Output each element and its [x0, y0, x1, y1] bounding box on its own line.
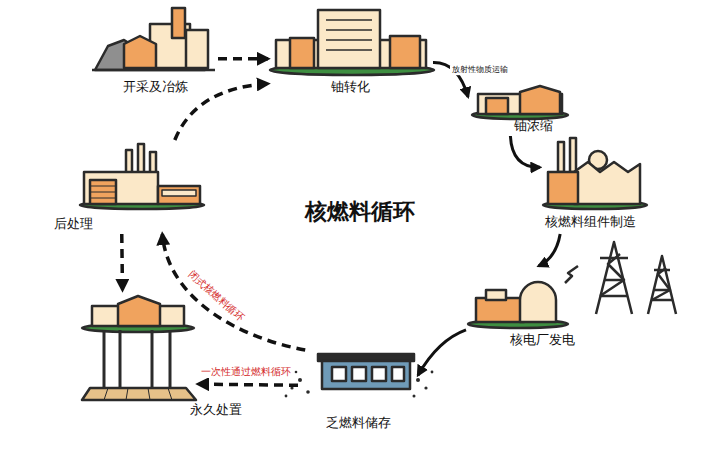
power-plant-icon: [468, 282, 568, 328]
facility-label: 后处理: [54, 216, 93, 232]
transmission-towers: [565, 242, 676, 314]
facility-label: 永久处置: [190, 402, 242, 418]
scattered-dots: [285, 371, 434, 398]
facility-label: 核燃料组件制造: [545, 214, 636, 230]
edge-label: 放射性物质运输: [450, 65, 510, 75]
facility-node: 铀转化: [268, 5, 433, 101]
facility-node: 后处理: [50, 140, 206, 234]
enrichment-plant-icon: [472, 86, 568, 119]
dashed-arrow: [175, 84, 268, 140]
disposal-icon: [82, 296, 196, 400]
facility-node: 开采及冶炼: [92, 5, 218, 101]
facility-node: 核燃料组件制造: [540, 136, 652, 234]
facility-node: 铀浓缩: [468, 80, 574, 136]
facility-label: 开采及冶炼: [123, 79, 188, 95]
flow-arrow: [418, 330, 466, 375]
flow-arrow: [510, 136, 540, 167]
facility-label: 乏燃料储存: [326, 415, 391, 431]
dashed-arrow: [218, 57, 268, 61]
conversion-plant-icon: [270, 10, 434, 75]
edge-label: 一次性通过燃料循环: [199, 366, 293, 378]
diagram-title: 核燃料循环: [305, 197, 415, 227]
dashed-arrow: [162, 234, 305, 350]
reprocessing-plant-icon: [80, 144, 204, 209]
mine-icon: [92, 8, 215, 70]
facility-node: 永久处置: [80, 290, 198, 402]
facility-label: 铀转化: [331, 79, 370, 95]
fabrication-plant-icon: [543, 138, 647, 209]
dashed-arrow: [120, 234, 124, 290]
dashed-arrow: [198, 384, 298, 385]
facility-label: 核电厂发电: [510, 332, 575, 348]
storage-pool-icon: [318, 354, 414, 389]
facility-node: 核电厂发电: [466, 266, 576, 350]
facility-node: 乏燃料储存: [298, 350, 418, 434]
facility-label: 铀浓缩: [514, 118, 553, 134]
flow-arrow: [539, 234, 561, 266]
